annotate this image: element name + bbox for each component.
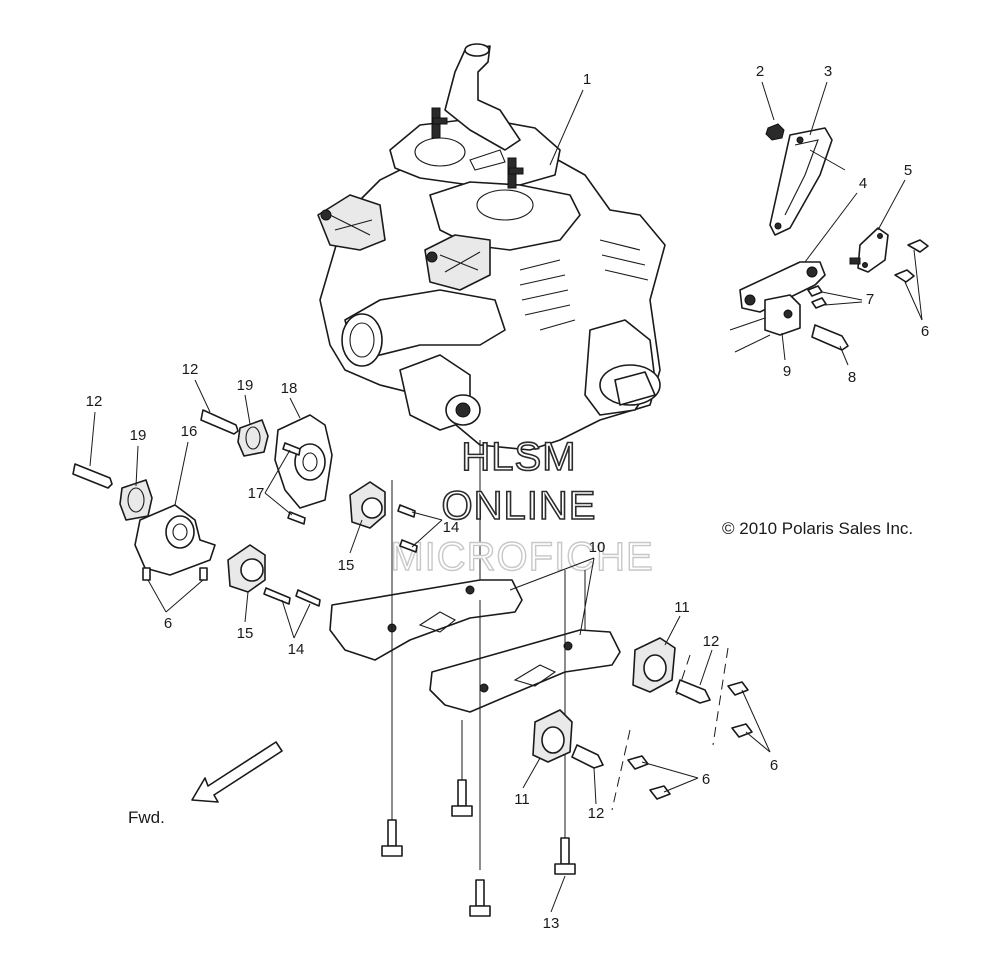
callout-6-upper: 6 bbox=[921, 323, 929, 340]
callout-16: 16 bbox=[181, 423, 198, 440]
callout-12-d: 12 bbox=[588, 805, 605, 822]
bolt-pair-part-7 bbox=[807, 285, 827, 309]
crossmember-part-10 bbox=[329, 480, 729, 870]
callout-18: 18 bbox=[281, 380, 298, 397]
bolt-part-8 bbox=[811, 324, 849, 351]
bolt-part-12-a bbox=[72, 463, 113, 489]
callout-6-left: 6 bbox=[164, 615, 172, 632]
stud-part-13 bbox=[381, 779, 576, 917]
block-part-9 bbox=[764, 294, 801, 336]
watermark-line-2: ONLINE bbox=[442, 484, 597, 528]
arm-part-4 bbox=[739, 261, 826, 313]
callout-12-b: 12 bbox=[182, 361, 199, 378]
callout-13: 13 bbox=[543, 915, 560, 932]
callout-10: 10 bbox=[589, 539, 606, 556]
callout-5: 5 bbox=[904, 162, 912, 179]
callout-6-right: 6 bbox=[770, 757, 778, 774]
callout-4: 4 bbox=[859, 175, 867, 192]
callout-14-b: 14 bbox=[288, 641, 305, 658]
upper-bracket-group bbox=[729, 123, 929, 353]
callout-2: 2 bbox=[756, 63, 764, 80]
callout-11-b: 11 bbox=[514, 791, 530, 808]
callout-leaders bbox=[89, 81, 923, 913]
watermark: HLSM ONLINE MICROFICHE bbox=[390, 434, 654, 580]
callout-12-a: 12 bbox=[86, 393, 103, 410]
forward-arrow bbox=[191, 741, 283, 803]
callout-6-lower: 6 bbox=[702, 771, 710, 788]
engine-assembly bbox=[317, 43, 666, 451]
callout-1: 1 bbox=[583, 71, 591, 88]
callout-14-a: 14 bbox=[443, 519, 460, 536]
callout-19-a: 19 bbox=[237, 377, 254, 394]
watermark-line-1: HLSM bbox=[461, 435, 576, 479]
callout-3: 3 bbox=[824, 63, 832, 80]
lower-mount-group bbox=[381, 637, 753, 917]
nut-part-2 bbox=[765, 123, 785, 141]
bolt-part-12-b bbox=[200, 409, 239, 435]
callout-12-c: 12 bbox=[703, 633, 720, 650]
forward-label: Fwd. bbox=[128, 808, 165, 827]
watermark-line-3: MICROFICHE bbox=[390, 535, 653, 579]
callout-15-b: 15 bbox=[237, 625, 254, 642]
bushing-part-19-b bbox=[237, 419, 269, 457]
bolt-pair-part-6 bbox=[894, 239, 929, 283]
callout-19-b: 19 bbox=[130, 427, 147, 444]
callout-15-a: 15 bbox=[338, 557, 355, 574]
callout-8: 8 bbox=[848, 369, 856, 386]
callout-17: 17 bbox=[248, 485, 265, 502]
callout-numbers: 1 2 3 4 5 6 7 8 9 12 12 19 18 19 16 17 1… bbox=[86, 63, 930, 932]
callout-7: 7 bbox=[866, 291, 874, 308]
copyright-text: © 2010 Polaris Sales Inc. bbox=[722, 519, 913, 538]
left-mount-group bbox=[72, 409, 418, 607]
bracket-part-3 bbox=[769, 127, 833, 236]
callout-11-a: 11 bbox=[674, 599, 690, 616]
callout-9: 9 bbox=[783, 363, 791, 380]
plate-part-5 bbox=[857, 227, 889, 273]
